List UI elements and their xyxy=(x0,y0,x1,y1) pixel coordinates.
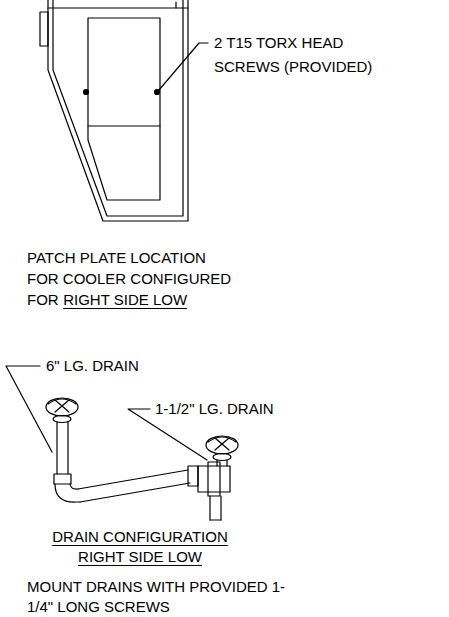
cooler-panel xyxy=(40,0,188,221)
leader-line xyxy=(6,366,52,452)
patch-plate xyxy=(88,18,160,200)
assembly-note: MOUNT DRAINS WITH PROVIDED 1-1/4" LONG S… xyxy=(27,577,289,617)
part-label: 1-1/2" LG. DRAIN xyxy=(155,399,274,419)
leader-line xyxy=(159,43,208,90)
view-note-underlined: RIGHT SIDE LOW xyxy=(63,289,187,310)
screw-dot xyxy=(84,90,89,95)
callout-note: 2 T15 TORX HEAD SCREWS (PROVIDED) xyxy=(214,31,384,79)
drain-1-1-2in xyxy=(198,436,238,520)
view-caption: DRAIN CONFIGURATION RIGHT SIDE LOW xyxy=(38,527,242,567)
part-label: 6" LG. DRAIN xyxy=(46,356,139,376)
